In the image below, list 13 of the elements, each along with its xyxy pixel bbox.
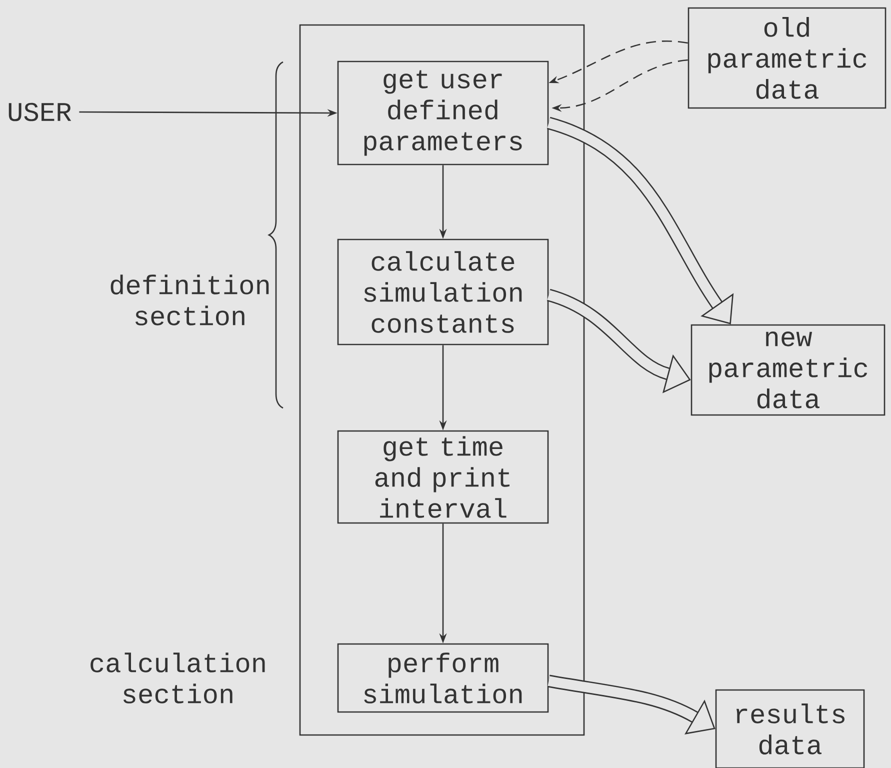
process-box: calculate simulation constants: [337, 238, 549, 346]
user-label: USER: [8, 102, 72, 122]
hollow-arrow: [546, 117, 734, 324]
process-box: get user defined parameters: [337, 60, 549, 166]
process-box: get time and print interval: [337, 430, 549, 524]
section-label: calculation section: [90, 652, 265, 704]
process-box: old parametric data: [688, 7, 886, 109]
process-box: perform simulation: [337, 643, 549, 713]
hollow-arrow: [548, 674, 716, 734]
section-label: definition section: [110, 274, 269, 326]
process-box: new parametric data: [690, 324, 886, 416]
process-box: results data: [715, 689, 865, 768]
outer-box: [299, 24, 585, 736]
